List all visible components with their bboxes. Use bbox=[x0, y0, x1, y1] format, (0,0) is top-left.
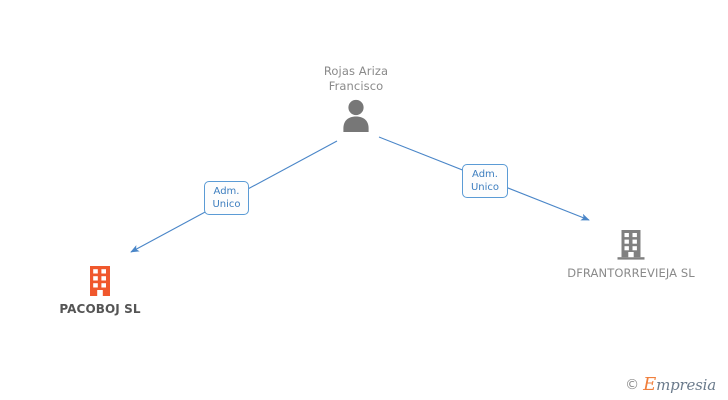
copyright-icon: © bbox=[625, 377, 640, 393]
company-label: DFRANTORREVIEJA SL bbox=[567, 266, 695, 280]
company-label: PACOBOJ SL bbox=[59, 302, 141, 316]
building-icon bbox=[617, 230, 645, 260]
person-icon bbox=[343, 99, 369, 132]
brand-rest: mpresia bbox=[656, 376, 716, 394]
company-node-dfrantorrevieja[interactable]: DFRANTORREVIEJA SL bbox=[551, 230, 711, 280]
person-node[interactable]: Rojas Ariza Francisco bbox=[296, 64, 416, 132]
brand-wordmark: Empresia bbox=[643, 376, 716, 394]
empresia-watermark: © Empresia bbox=[625, 376, 716, 394]
person-name-label: Rojas Ariza Francisco bbox=[323, 64, 389, 93]
company-node-pacoboj[interactable]: PACOBOJ SL bbox=[20, 266, 180, 316]
building-icon bbox=[90, 266, 110, 296]
brand-initial: E bbox=[643, 374, 657, 395]
relation-label-adm-unico-left[interactable]: Adm. Unico bbox=[204, 181, 249, 215]
relation-label-adm-unico-right[interactable]: Adm. Unico bbox=[462, 164, 508, 198]
